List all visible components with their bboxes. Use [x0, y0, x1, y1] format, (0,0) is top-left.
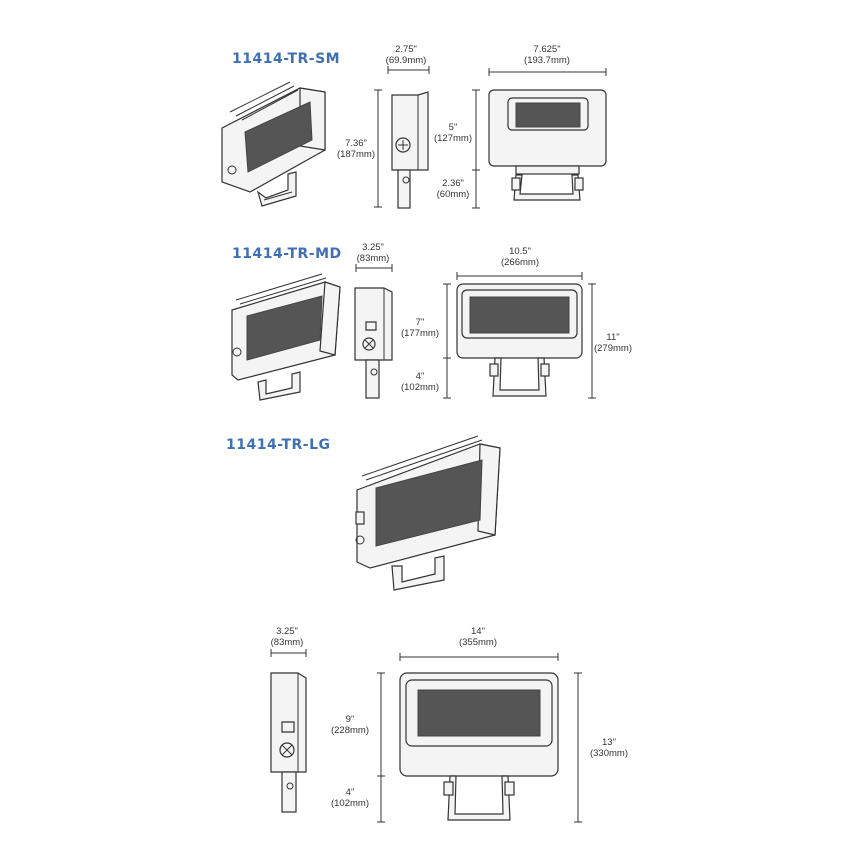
md-width-mm: (266mm)	[500, 257, 539, 268]
sm-total-height-dim: 7.36" (187mm)	[334, 138, 378, 160]
sm-bracket-height-mm: (60mm)	[436, 189, 470, 200]
md-side-view	[354, 264, 393, 399]
lg-iso-knob-icon	[355, 535, 365, 545]
sm-bracket-height-dim: 2.36" (60mm)	[430, 178, 476, 200]
lg-width-dim: 14" (355mm)	[446, 626, 510, 648]
sm-depth-in: 2.75"	[395, 44, 417, 55]
sm-iso-view	[221, 81, 326, 207]
sm-iso-knob-icon	[227, 165, 237, 175]
md-width-dim: 10.5" (266mm)	[488, 246, 552, 268]
sm-head-height-in: 5"	[448, 122, 458, 133]
md-front-view	[443, 272, 596, 399]
md-iso-view	[231, 273, 341, 401]
sm-front-view	[472, 68, 607, 209]
lg-depth-in: 3.25"	[276, 626, 298, 637]
model-title-sm: 11414-TR-SM	[232, 51, 341, 67]
sm-total-height-mm: (187mm)	[336, 149, 375, 160]
lg-head-height-in: 9"	[345, 714, 355, 725]
md-head-height-dim: 7" (177mm)	[398, 317, 442, 339]
md-iso-knob-icon	[232, 347, 242, 357]
md-total-height-in: 11"	[606, 332, 620, 343]
md-total-height-mm: (279mm)	[593, 343, 632, 354]
sm-depth-dim: 2.75" (69.9mm)	[378, 44, 434, 66]
sm-head-height-dim: 5" (127mm)	[430, 122, 476, 144]
lg-total-height-mm: (330mm)	[589, 748, 628, 759]
lg-total-height-in: 13"	[602, 737, 616, 748]
md-bracket-height-mm: (102mm)	[400, 382, 439, 393]
md-depth-in: 3.25"	[362, 242, 384, 253]
lg-head-height-dim: 9" (228mm)	[325, 714, 375, 736]
md-depth-mm: (83mm)	[356, 253, 390, 264]
lg-side-view	[270, 649, 307, 813]
md-bracket-height-in: 4"	[415, 371, 425, 382]
lg-width-in: 14"	[471, 626, 485, 637]
sm-head-height-mm: (127mm)	[433, 133, 472, 144]
lg-width-mm: (355mm)	[458, 637, 497, 648]
lg-bracket-height-dim: 4" (102mm)	[325, 787, 375, 809]
md-head-height-in: 7"	[415, 317, 425, 328]
sm-width-mm: (193.7mm)	[524, 55, 570, 66]
sm-side-view	[374, 66, 430, 209]
lg-front-view	[377, 653, 582, 823]
lg-depth-dim: 3.25" (83mm)	[262, 626, 312, 648]
md-head-height-mm: (177mm)	[400, 328, 439, 339]
model-title-md: 11414-TR-MD	[232, 246, 342, 262]
lg-total-height-dim: 13" (330mm)	[584, 737, 634, 759]
md-width-in: 10.5"	[509, 246, 531, 257]
sm-bracket-height-in: 2.36"	[442, 178, 464, 189]
lg-bracket-height-mm: (102mm)	[330, 798, 369, 809]
lg-depth-mm: (83mm)	[270, 637, 304, 648]
md-bracket-height-dim: 4" (102mm)	[398, 371, 442, 393]
sm-total-height-in: 7.36"	[345, 138, 367, 149]
sm-width-in: 7.625"	[533, 44, 561, 55]
model-title-lg: 11414-TR-LG	[226, 437, 331, 453]
md-depth-dim: 3.25" (83mm)	[348, 242, 398, 264]
lg-head-height-mm: (228mm)	[330, 725, 369, 736]
lg-iso-view	[355, 435, 501, 591]
md-total-height-dim: 11" (279mm)	[590, 332, 636, 354]
lg-bracket-height-in: 4"	[345, 787, 355, 798]
sm-depth-mm: (69.9mm)	[385, 55, 427, 66]
sm-width-dim: 7.625" (193.7mm)	[512, 44, 582, 66]
